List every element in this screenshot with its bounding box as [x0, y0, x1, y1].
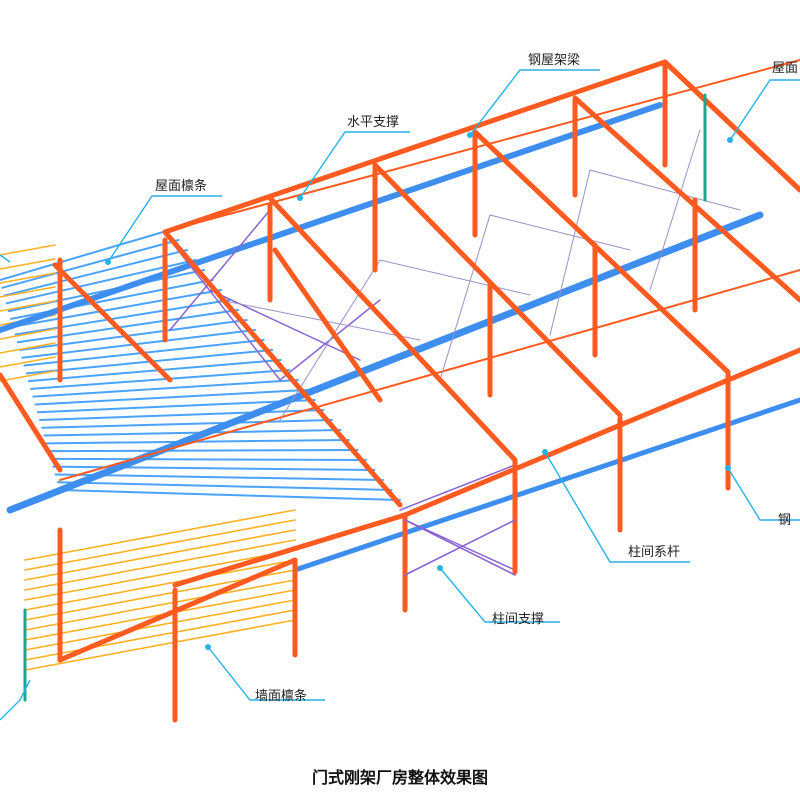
roof-brace [489, 214, 631, 251]
roof-purlin [41, 419, 333, 429]
roof-purlin [36, 399, 316, 414]
rafter [572, 95, 800, 303]
back-eave-beam [162, 59, 668, 235]
roof-purlin [1, 239, 180, 289]
roof-purlin [12, 289, 223, 328]
gable-purlin [0, 328, 56, 340]
roof-tie [0, 102, 663, 333]
roof-purlin [43, 429, 342, 437]
ridge-tie [6, 211, 764, 514]
rafter [52, 262, 173, 383]
gable-purlin [0, 286, 56, 298]
leader-dot [727, 137, 733, 143]
gable-purlin [0, 356, 56, 368]
callouts: 钢屋架梁 屋面 水平支撑 屋面檩条 柱间系杆 钢 柱间支撑 墙面檩条 [0, 53, 800, 721]
roof-brace [219, 299, 421, 341]
front-rafter [0, 373, 62, 472]
leader-horizontal-brace [299, 131, 410, 199]
roof-purlin [32, 379, 299, 398]
label-horizontal-brace: 水平支撑 [347, 115, 399, 130]
wall-purlin [24, 519, 296, 571]
roof-brace [279, 259, 381, 421]
eave-line [59, 269, 800, 481]
gable-purlin [0, 244, 56, 256]
gable-purlin [0, 300, 56, 312]
rafter [472, 129, 731, 375]
roof-brace [649, 129, 701, 291]
leader-roof-beam [469, 69, 600, 136]
leader-dot [205, 644, 211, 650]
leader-roof-purlin [107, 195, 222, 263]
roof-purlin [50, 457, 367, 461]
roof-brace [589, 169, 741, 211]
front-eave-beam [172, 512, 408, 588]
label-wall-purlin: 墙面檩条 [255, 688, 307, 704]
column-brace [404, 519, 516, 576]
front-eave-beam [402, 347, 800, 518]
gable-purlin [0, 272, 56, 284]
gable-purlin [0, 258, 56, 270]
label-roof-partial: 屋面 [772, 61, 798, 76]
label-column-brace: 柱间支撑 [492, 612, 544, 627]
label-roof-beam: 钢屋架梁 [528, 53, 580, 68]
leader-dot [105, 259, 111, 265]
eave-tie [292, 397, 800, 573]
leader-dot [467, 132, 473, 138]
roof-brace [549, 169, 591, 336]
cross-brace [209, 289, 361, 361]
leader-column-brace [439, 567, 560, 623]
rafter [162, 229, 403, 508]
leader-steel-partial [727, 467, 800, 521]
leader-dot [437, 565, 443, 571]
roof-brace [379, 259, 531, 296]
leader-left-edge [0, 679, 31, 721]
diagram-caption: 门式刚架厂房整体效果图 [312, 768, 488, 787]
label-steel-partial: 钢 [778, 513, 791, 528]
roof-purlin [14, 299, 231, 336]
wall-purlin [24, 599, 296, 651]
leader-left-top [0, 254, 11, 263]
gable-purlin [0, 342, 56, 354]
steel-structure [0, 59, 800, 723]
leader-dot [542, 449, 548, 455]
cross-brace [399, 464, 516, 511]
gable-purlin [0, 370, 56, 382]
wall-purlin [24, 559, 296, 611]
leader-dot [725, 465, 731, 471]
roof-purlin [59, 489, 401, 501]
roof-purlin [27, 359, 282, 383]
label-roof-purlin: 屋面檩条 [155, 178, 207, 194]
cross-brace [169, 209, 271, 331]
wall-purlin [24, 529, 296, 581]
label-column-tie: 柱间系杆 [628, 545, 680, 560]
wall-purlin [24, 619, 296, 671]
leader-wall-purlin [207, 646, 325, 701]
gable-rafter [662, 59, 800, 193]
rafter [372, 162, 623, 418]
wall-purlin [24, 549, 296, 601]
leader-roof-partial [729, 79, 800, 141]
roof-purlin [34, 389, 308, 406]
roof-purlin [56, 481, 393, 491]
wall-purlin [24, 579, 296, 631]
roof-purlin [54, 473, 384, 481]
roof-purlin [3, 249, 189, 297]
roof-purlin [16, 309, 240, 344]
wall-purlin [24, 509, 296, 561]
leader-dot [297, 195, 303, 201]
wall-purlin [24, 539, 296, 591]
roof-purlin [39, 409, 325, 421]
roof-purlin [0, 229, 171, 281]
roof-purlin [47, 449, 359, 453]
roof-brace [439, 214, 491, 381]
rafter [272, 247, 383, 403]
rafter [267, 195, 518, 463]
cross-brace [169, 239, 281, 381]
wall-purlin [24, 609, 296, 661]
roof-purlin [30, 369, 291, 390]
leader-column-tie [544, 451, 690, 563]
